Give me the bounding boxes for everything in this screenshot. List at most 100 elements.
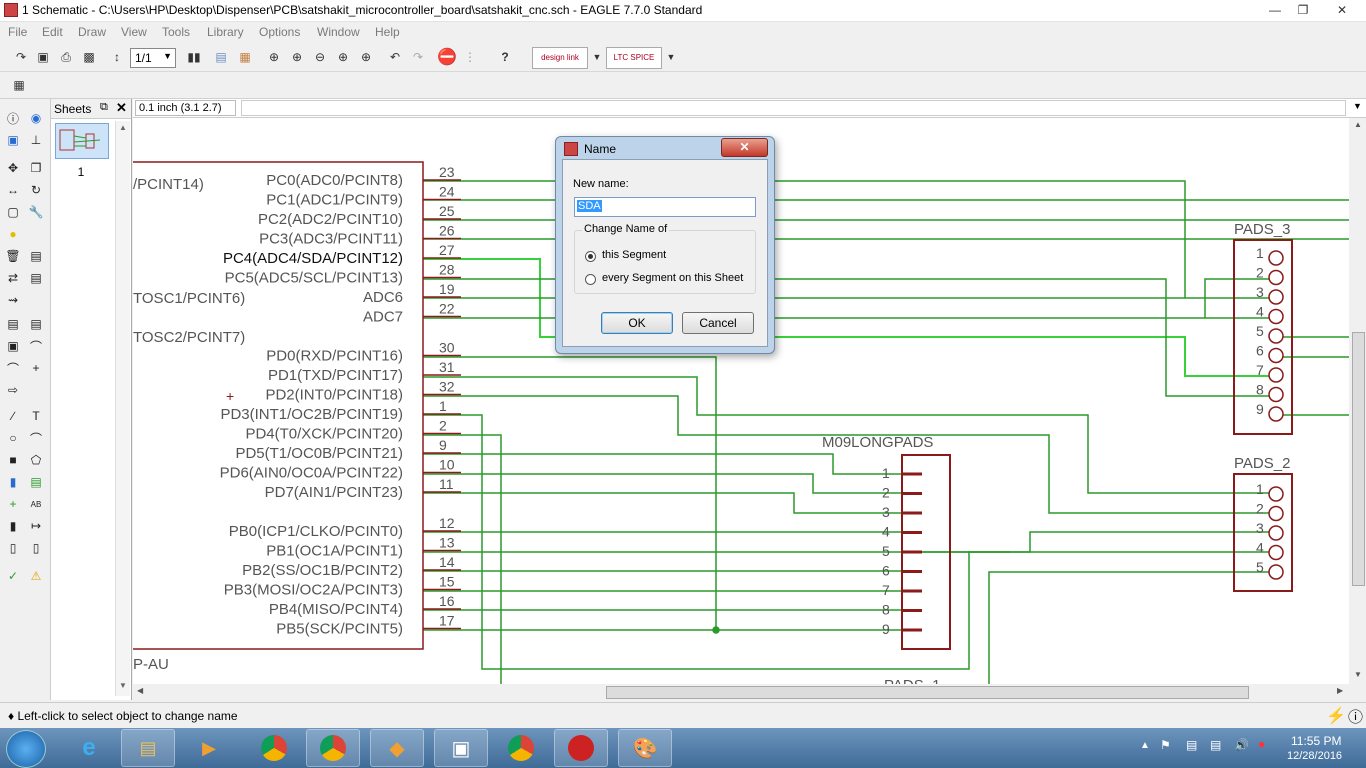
text-icon[interactable]: T: [32, 409, 40, 423]
circle-icon[interactable]: ○: [9, 431, 17, 445]
grid-icon[interactable]: ▦: [13, 78, 25, 92]
ok-button[interactable]: OK: [601, 312, 673, 334]
junction-icon[interactable]: +: [9, 497, 17, 511]
split-icon[interactable]: ⌒: [6, 361, 19, 376]
sheet-thumbnail[interactable]: [55, 123, 109, 159]
optimize-icon[interactable]: ⇨: [7, 383, 19, 397]
chevron-down-icon[interactable]: ▼: [1353, 101, 1362, 111]
menu-help[interactable]: Help: [375, 25, 400, 39]
net-segment[interactable]: [423, 414, 1270, 670]
modules-icon[interactable]: ▯: [32, 541, 40, 555]
app-icon[interactable]: ◆: [370, 729, 424, 767]
undo-icon[interactable]: ↶: [389, 50, 401, 64]
scroll-up-icon[interactable]: ▲: [1354, 120, 1362, 129]
volume-icon[interactable]: 🔊: [1234, 738, 1249, 752]
schematic-drawing[interactable]: PC0(ADC0/PCINT8)23PC1(ADC1/PCINT9)24PC2(…: [133, 118, 1349, 684]
radio-every-segment[interactable]: [585, 274, 596, 285]
script-icon[interactable]: ▤: [215, 50, 227, 64]
zoom-select-icon[interactable]: ⊕: [360, 50, 372, 64]
errors-icon[interactable]: ⚠: [30, 569, 42, 583]
value-icon[interactable]: ▤: [30, 317, 42, 331]
net-segment[interactable]: [423, 492, 910, 514]
show-hidden-icons-icon[interactable]: ▲: [1140, 740, 1150, 751]
zoom-in-icon[interactable]: ⊕: [291, 50, 303, 64]
mark-icon[interactable]: ⊥: [30, 133, 42, 147]
menu-options[interactable]: Options: [259, 25, 301, 39]
show-icon[interactable]: ◉: [30, 111, 42, 125]
stop-icon[interactable]: ⛔: [437, 49, 457, 66]
polygon-icon[interactable]: ⬠: [30, 453, 42, 467]
miter-icon[interactable]: ⌒: [29, 339, 42, 354]
highlighted-net-segment[interactable]: [423, 258, 1270, 377]
menu-edit[interactable]: Edit: [42, 25, 63, 39]
chrome-icon[interactable]: [247, 729, 301, 767]
horizontal-scrollbar[interactable]: ◀ ▶: [133, 684, 1350, 700]
delete-icon[interactable]: 🗑: [5, 249, 21, 263]
maximize-button[interactable]: ❐: [1297, 3, 1309, 17]
clock-time[interactable]: 11:55 PM: [1291, 734, 1342, 748]
command-line-input[interactable]: [241, 100, 1346, 116]
lightning-icon[interactable]: ⚡: [1326, 708, 1346, 725]
arc-icon[interactable]: ⌒: [29, 431, 42, 446]
media-player-icon[interactable]: ▶: [202, 737, 216, 758]
chrome-icon[interactable]: [494, 729, 548, 767]
clock-date[interactable]: 12/28/2016: [1287, 750, 1343, 762]
minimize-button[interactable]: —: [1269, 3, 1281, 17]
device-icon[interactable]: ▤: [1186, 738, 1198, 752]
frame-icon[interactable]: ▯: [9, 541, 17, 555]
sheet-switch-icon[interactable]: ↕: [114, 50, 120, 64]
net-segment[interactable]: [423, 395, 1270, 514]
net-segment[interactable]: [1204, 278, 1270, 298]
start-button[interactable]: [6, 730, 46, 768]
option-every-segment-label[interactable]: every Segment on this Sheet: [602, 272, 744, 284]
close-window-button[interactable]: ✕: [1336, 3, 1348, 17]
net-segment[interactable]: [423, 473, 910, 494]
add-icon[interactable]: ▤: [30, 249, 42, 263]
net-segment[interactable]: [423, 434, 502, 684]
zoom-out-icon[interactable]: ⊖: [314, 50, 326, 64]
net-segment[interactable]: [423, 376, 1270, 494]
dialog-close-button[interactable]: ✕: [721, 138, 768, 157]
net-segment[interactable]: [423, 356, 717, 630]
board-switch-icon[interactable]: ▮▮: [187, 50, 201, 64]
paint-icon[interactable]: 🎨: [618, 729, 672, 767]
change-icon[interactable]: 🔧: [28, 205, 44, 219]
open-icon[interactable]: ↷: [15, 50, 27, 64]
flag-icon[interactable]: ⚑: [1160, 738, 1171, 752]
undock-icon[interactable]: ⧉: [100, 101, 108, 113]
zoom-redraw-icon[interactable]: ⊕: [337, 50, 349, 64]
print-icon[interactable]: ⎙: [61, 49, 71, 64]
wire-icon[interactable]: ∕: [11, 409, 14, 423]
net-segment[interactable]: [988, 571, 1270, 684]
option-this-segment-label[interactable]: this Segment: [602, 249, 667, 261]
horizontal-scroll-thumb[interactable]: [606, 686, 1249, 699]
net-segment[interactable]: [423, 531, 1270, 553]
menu-library[interactable]: Library: [207, 25, 244, 39]
help-icon[interactable]: ?: [501, 50, 509, 64]
chevron-down-icon[interactable]: ▼: [666, 52, 676, 62]
net-segment[interactable]: [423, 453, 910, 475]
chrome-icon[interactable]: [306, 729, 360, 767]
network-icon[interactable]: ▤: [1210, 738, 1222, 752]
net-icon[interactable]: ▤: [30, 475, 42, 489]
attribute-icon[interactable]: ▮: [9, 519, 17, 533]
menu-view[interactable]: View: [121, 25, 147, 39]
scroll-up-icon[interactable]: ▲: [119, 123, 127, 132]
net-segment[interactable]: [423, 278, 1270, 397]
design-link-button[interactable]: design link: [532, 47, 588, 69]
label-icon[interactable]: AB: [30, 499, 42, 509]
redo-icon[interactable]: ↷: [412, 50, 424, 64]
move-icon[interactable]: ✥: [7, 161, 19, 175]
bus-icon[interactable]: ▮: [9, 475, 17, 489]
invoke-icon[interactable]: +: [32, 361, 40, 375]
ltc-spice-button[interactable]: LTC SPICE: [606, 47, 662, 69]
vertical-scrollbar[interactable]: ▲ ▼: [1350, 118, 1366, 684]
scroll-left-icon[interactable]: ◀: [137, 686, 144, 695]
info-icon[interactable]: ⓘ: [6, 111, 19, 126]
stop-command-icon[interactable]: ⓘ: [1348, 709, 1364, 726]
menu-tools[interactable]: Tools: [162, 25, 191, 39]
pinswap-icon[interactable]: ⇄: [7, 271, 19, 285]
copy-icon[interactable]: ❐: [30, 161, 42, 175]
rect-icon[interactable]: ■: [9, 453, 17, 467]
antivirus-icon[interactable]: ●: [1258, 737, 1266, 751]
